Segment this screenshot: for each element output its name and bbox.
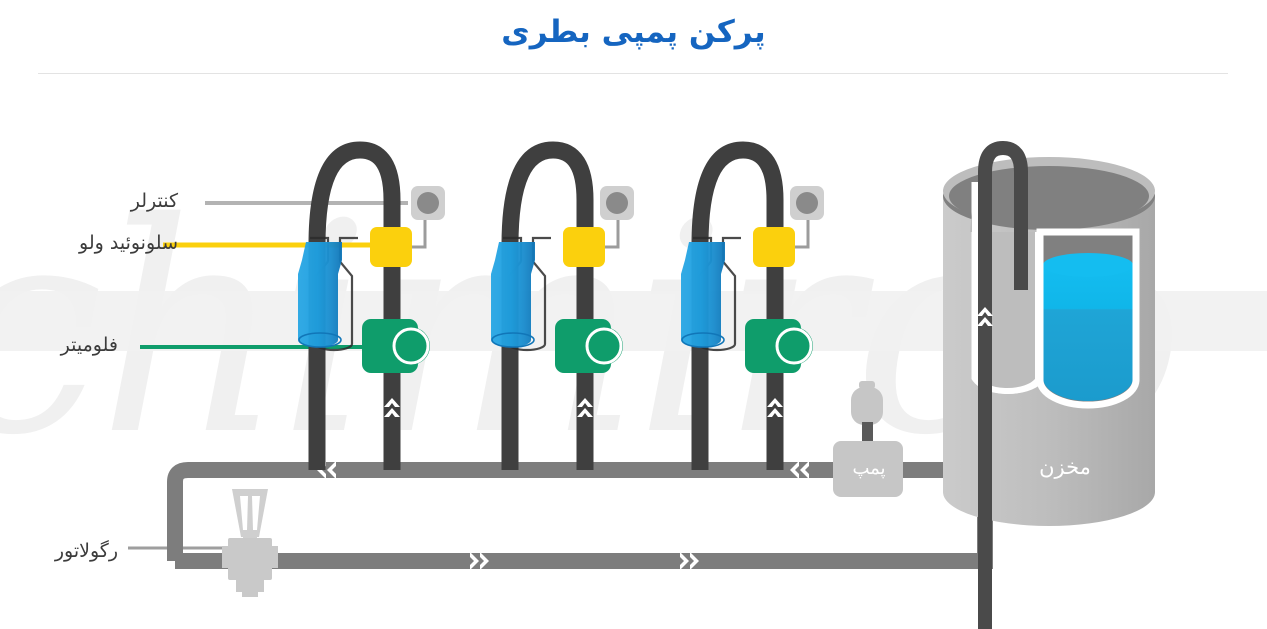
solenoid-valve-1 — [370, 227, 412, 267]
bottle-3 — [681, 236, 741, 352]
controller-2[interactable] — [600, 186, 634, 220]
filler-station-1 — [298, 141, 445, 470]
flow-arrow-riser-1 — [384, 398, 400, 417]
bottle-2 — [491, 236, 551, 352]
flowmeter-2[interactable] — [555, 319, 623, 373]
page-title: پرکن پمپی بطری — [501, 14, 766, 50]
label-tank: مخزن — [1039, 455, 1091, 479]
flowmeter-1[interactable] — [362, 319, 430, 373]
controller-1[interactable] — [411, 186, 445, 220]
controller-3[interactable] — [790, 186, 824, 220]
tank-inlet-pipe — [977, 140, 1028, 629]
flow-arrow-tank-riser — [977, 307, 993, 326]
label-regulator: رگولاتور — [54, 540, 118, 562]
flowmeter-3[interactable] — [745, 319, 813, 373]
solenoid-valve-3 — [753, 227, 795, 267]
label-solenoid-valve: سلونوئید ولو — [79, 232, 178, 254]
regulator[interactable] — [222, 489, 278, 597]
label-controller: کنترلر — [130, 190, 178, 212]
flow-arrow-bottom — [470, 552, 699, 570]
solenoid-valve-2 — [563, 227, 605, 267]
filler-station-3 — [681, 141, 824, 470]
title-divider — [38, 73, 1228, 74]
filler-station-2 — [491, 141, 634, 470]
flow-arrow-riser-3 — [767, 398, 783, 417]
label-flowmeter: فلومیتر — [60, 334, 118, 356]
flow-arrow-riser-2 — [577, 398, 593, 417]
pump[interactable] — [833, 381, 903, 497]
label-pump: پمپ — [852, 458, 886, 479]
bottle-1 — [298, 236, 358, 352]
